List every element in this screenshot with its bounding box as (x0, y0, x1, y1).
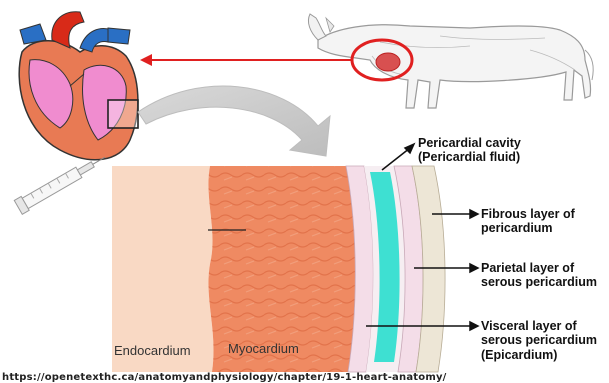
zoom-arrow (138, 86, 330, 156)
pericardial-cavity-line2: (Pericardial fluid) (418, 150, 521, 164)
endocardium-label: Endocardium (114, 344, 191, 359)
fibrous-layer-label: Fibrous layer of pericardium (481, 207, 575, 236)
red-pointer-arrow (140, 54, 352, 66)
parietal-label-line2: serous pericardium (481, 275, 597, 289)
pericardial-cavity-line1: Pericardial cavity (418, 136, 521, 150)
visceral-label-line1: Visceral layer of (481, 319, 597, 333)
parietal-label-line1: Parietal layer of (481, 261, 597, 275)
visceral-label-line2: serous pericardium (481, 333, 597, 347)
fibrous-label-line1: Fibrous layer of (481, 207, 575, 221)
myocardium-label: Myocardium (228, 342, 299, 357)
parietal-layer-label: Parietal layer of serous pericardium (481, 261, 597, 290)
fibrous-label-line2: pericardium (481, 221, 575, 235)
source-url: https://openetexthc.ca/anatomyandphysiol… (2, 372, 447, 383)
zoom-region-box (108, 100, 138, 128)
pericardial-cavity-label: Pericardial cavity (Pericardial fluid) (418, 136, 521, 165)
endocardium-layer (112, 166, 214, 372)
visceral-label-line3: (Epicardium) (481, 348, 597, 362)
heart-illustration (19, 12, 138, 160)
visceral-layer-label: Visceral layer of serous pericardium (Ep… (481, 319, 597, 362)
